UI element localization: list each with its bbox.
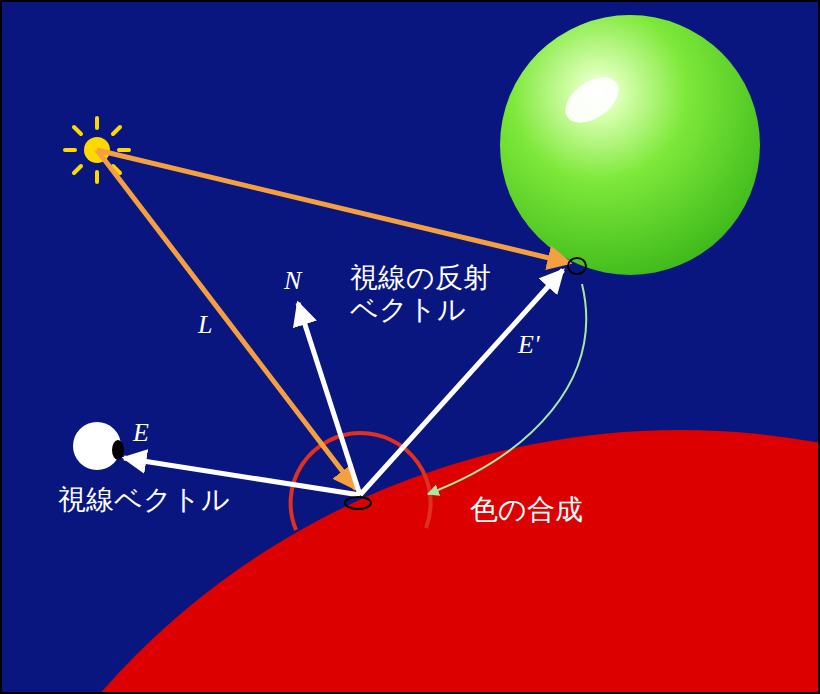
green-sphere — [500, 15, 760, 275]
light-vector — [97, 150, 356, 489]
red-sphere — [0, 430, 820, 694]
vector-letter: E — [133, 418, 149, 448]
process-caption: 色の合成 — [470, 494, 583, 526]
vector-caption: 視線の反射 ベクトル — [350, 262, 500, 326]
normal-vector — [298, 303, 360, 495]
highlight — [557, 68, 627, 132]
angle-arc — [291, 433, 431, 530]
eye — [73, 422, 124, 470]
vector-letter: L — [198, 310, 212, 340]
hit-point — [345, 497, 371, 509]
vector-letter: N — [284, 266, 301, 296]
hit-point — [568, 258, 586, 274]
vector-caption: 視線ベクトル — [58, 484, 230, 516]
vector-letter: E' — [518, 330, 539, 360]
